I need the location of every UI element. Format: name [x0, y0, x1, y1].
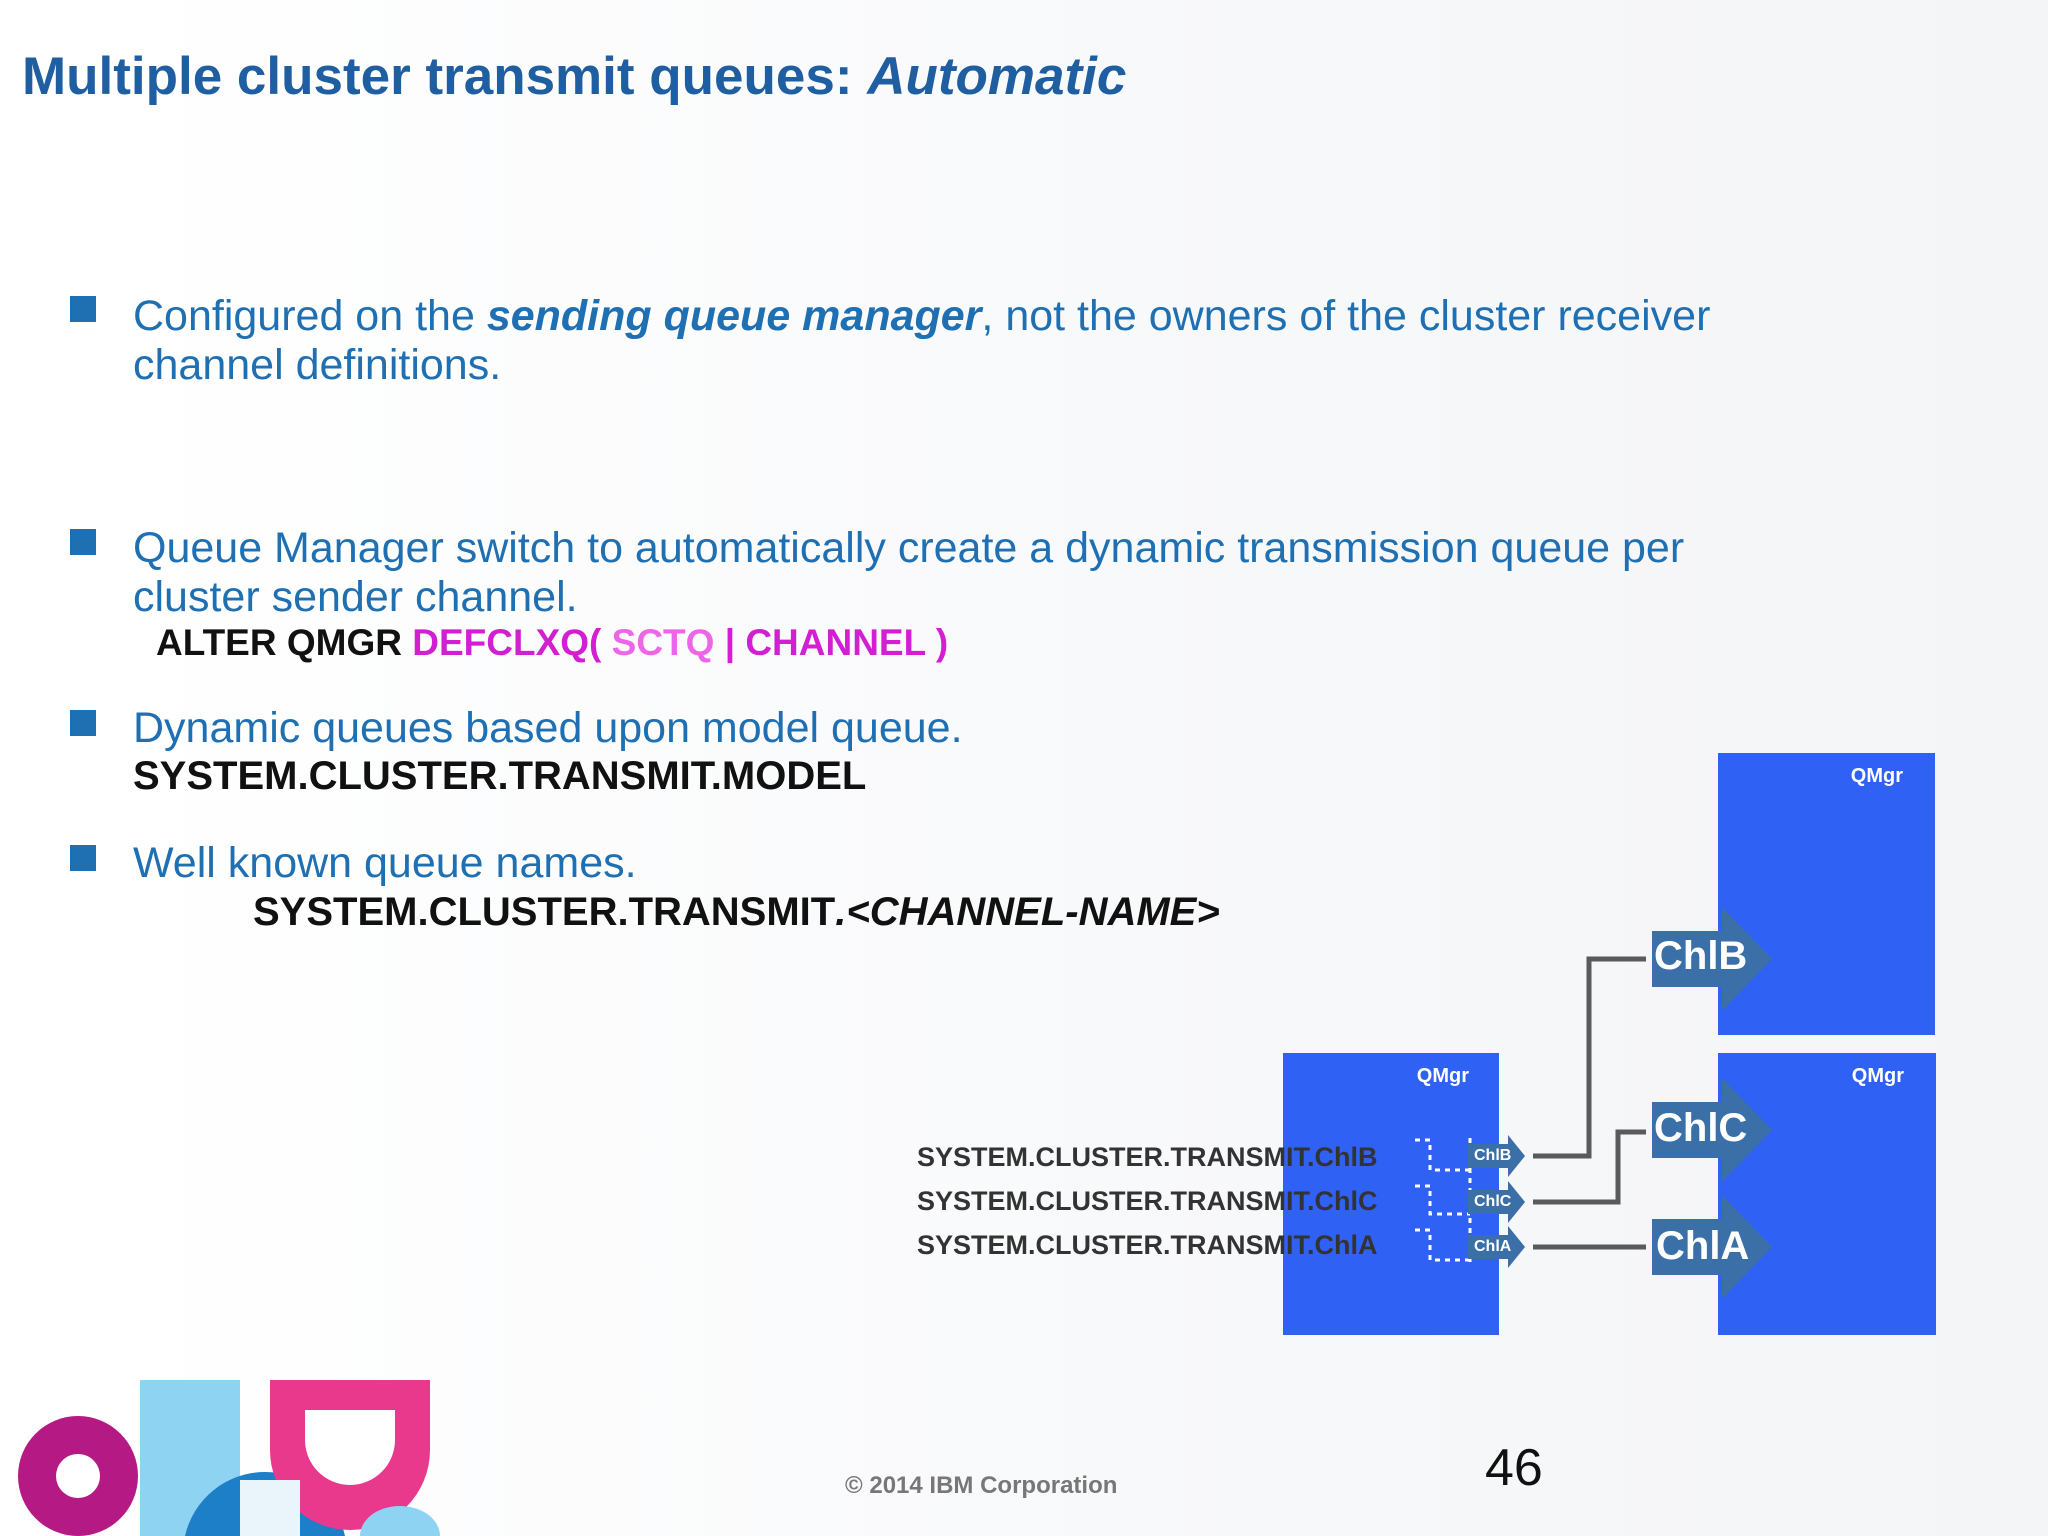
model-queue-name: SYSTEM.CLUSTER.TRANSMIT.MODEL [133, 754, 867, 798]
bullet-1-line-2: channel definitions. [133, 341, 502, 389]
line-chlb [1533, 956, 1646, 1159]
chlb-small-arrow [1468, 1135, 1525, 1177]
qmgr-label: QMgr [1851, 1065, 1904, 1087]
chla-arrow-shape [1652, 1195, 1772, 1299]
channel-label-small: ChlB [1474, 1147, 1512, 1164]
page-number: 46 [1485, 1439, 1543, 1497]
copyright-text: © 2014 IBM Corporation [845, 1472, 1118, 1499]
channel-label-large: ChlC [1654, 1106, 1748, 1150]
bullet-marker [70, 710, 96, 736]
dashed-queue-chlb [1415, 1138, 1470, 1172]
dashed-queue-chla [1415, 1228, 1470, 1262]
chlb-arrow-shape [1652, 907, 1772, 1011]
qmgr-box-sender: QMgr [1283, 1053, 1499, 1335]
bullet-1-line-1: Configured on the sending queue manager,… [133, 292, 1711, 340]
decorative-logo-shapes [18, 1380, 440, 1536]
emphasis-sending-qmgr: sending queue manager [486, 292, 982, 340]
channel-label-large: ChlA [1656, 1224, 1750, 1268]
bullet-2-line-1: Queue Manager switch to automatically cr… [133, 524, 1685, 572]
chlc-small-arrow [1468, 1181, 1525, 1223]
title-emphasis: Automatic [867, 47, 1127, 106]
chlc-arrow-shape [1652, 1078, 1772, 1182]
dashed-queue-chlc [1415, 1184, 1470, 1216]
well-known-queue-name: SYSTEM.CLUSTER.TRANSMIT.<CHANNEL-NAME> [253, 890, 1220, 934]
bullet-3-line-1: Dynamic queues based upon model queue. [133, 704, 963, 752]
qmgr-box-ca: QMgr [1718, 1053, 1936, 1335]
channel-label-small: ChlA [1474, 1238, 1512, 1255]
qmgr-label: QMgr [1416, 1065, 1469, 1087]
queue-name-chlc: SYSTEM.CLUSTER.TRANSMIT.ChlC [917, 1186, 1378, 1216]
slide-title: Multiple cluster transmit queues: Automa… [22, 46, 1126, 107]
line-chlc [1533, 1129, 1646, 1205]
queue-name-chlb: SYSTEM.CLUSTER.TRANSMIT.ChlB [917, 1142, 1378, 1172]
bullet-2-line-2: cluster sender channel. [133, 573, 578, 621]
channel-label-large: ChlB [1654, 934, 1748, 978]
alter-qmgr-command: ALTER QMGR DEFCLXQ( SCTQ | CHANNEL ) [156, 622, 949, 663]
bullet-marker [70, 845, 96, 871]
chla-small-arrow [1468, 1226, 1525, 1268]
channel-label-small: ChlC [1474, 1193, 1512, 1210]
qmgr-label: QMgr [1850, 765, 1903, 787]
title-main: Multiple cluster transmit queues: [22, 47, 868, 106]
bullet-marker [70, 296, 96, 322]
bullet-marker [70, 529, 96, 555]
bullet-4-line-1: Well known queue names. [133, 839, 637, 887]
qmgr-box-b: QMgr [1718, 753, 1935, 1035]
queue-name-chla: SYSTEM.CLUSTER.TRANSMIT.ChlA [917, 1230, 1378, 1260]
